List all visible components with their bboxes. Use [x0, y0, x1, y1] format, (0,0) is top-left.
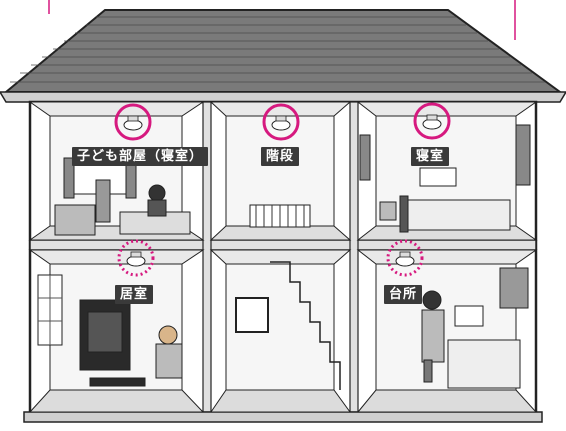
bedroom-interior: [358, 102, 536, 240]
stairs-lower-interior: [211, 250, 350, 412]
bedroom-label: 寝室: [411, 147, 449, 166]
living-room-interior: [30, 250, 203, 412]
kitchen-label: 台所: [384, 285, 422, 304]
kitchen-interior: [358, 250, 536, 412]
living-room-label: 居室: [115, 285, 153, 304]
roof: [0, 10, 566, 102]
stairs-label: 階段: [261, 147, 299, 166]
kids-bedroom-label: 子ども部屋（寝室）: [72, 147, 208, 166]
